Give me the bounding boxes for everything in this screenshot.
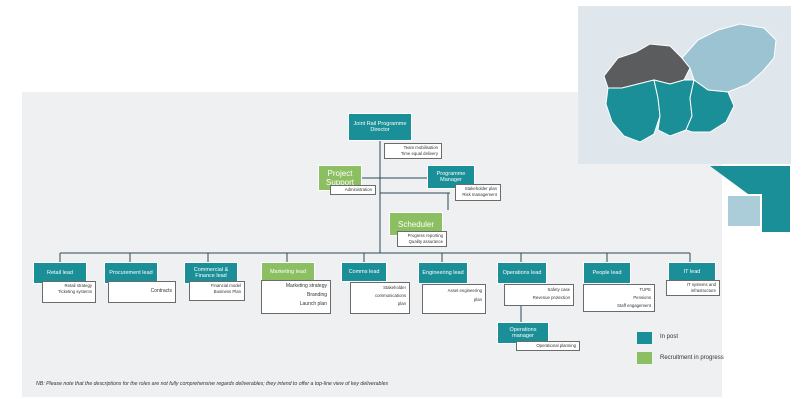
deliverable-item: Risk management [462,192,497,197]
map-region-teal-east [685,79,735,133]
deliverable-item: Stakeholder plan [464,186,497,191]
project-support-deliverables: Administration [330,185,376,195]
it-lead-deliverables: IT systems and infrastructure [666,280,720,296]
procurement-lead-title: Procurement lead [109,269,153,276]
it-lead-title: IT lead [683,268,701,275]
map-region-teal-west [605,79,661,143]
deliverable-item: Time equal delivery [400,151,438,156]
project-support-title: Project Support [325,169,355,187]
people-lead-box: People lead [583,262,631,284]
engineering-lead-deliverables: Asset engineering plan [422,284,486,314]
deliverable-item: Financial model [210,283,241,288]
programme-manager-deliverables: Stakeholder plan Risk management [455,184,501,201]
legend-in-post-label: In post [660,334,679,340]
comms-lead-deliverables: Stakeholder communications plan [350,282,410,314]
marketing-lead-title: Marketing lead [269,268,307,275]
people-lead-deliverables: TUPE Pensions Staff engagement [583,284,655,312]
deliverable-item: plan [397,301,406,306]
deliverable-item: Pensions [633,295,651,300]
engineering-lead-title: Engineering lead [422,269,464,276]
scheduler-title: Scheduler [397,219,435,229]
retail-lead-title: Retail lead [47,269,73,276]
scheduler-deliverables: Progress reporting Quality assurance [397,231,447,247]
deliverable-item: communications [374,293,406,298]
deliverable-item: plan [473,297,482,302]
deliverable-item: Safety case [547,287,570,292]
commercial-finance-lead-title: Commercial & Finance lead [193,266,229,279]
operations-manager-box: Operations manager [497,322,549,344]
deliverable-item: TUPE [639,287,651,292]
legend-recruitment-swatch [637,352,652,364]
legend-recruitment-label: Recruitment in progress [660,355,724,361]
deliverable-item: Progress reporting [407,233,443,238]
deliverable-item: Ticketing systems [58,289,92,294]
deliverable-item: Staff engagement [617,303,651,308]
marketing-lead-box: Marketing lead [261,262,315,282]
it-lead-box: IT lead [668,262,716,282]
comms-lead-box: Comms lead [341,262,387,282]
legend-in-post-swatch [637,332,652,344]
deliverable-item: Contracts [150,288,172,294]
deliverable-item: Quality assurance [408,239,443,244]
region-map [603,23,777,143]
operations-lead-box: Operations lead [497,262,547,284]
deliverable-item: Revenue protection [532,295,570,300]
operations-manager-deliverables: Operational planning [516,341,580,351]
commercial-finance-lead-deliverables: Financial model Business Plan [189,281,245,301]
programme-manager-title: Programme Manager [436,170,466,183]
footnote: NB: Please note that the descriptions fo… [36,381,389,387]
engineering-lead-box: Engineering lead [418,262,468,284]
deliverable-item: Launch plan [299,301,327,307]
deliverable-item: Team mobilisation [403,145,438,150]
deliverable-item: Marketing strategy [285,283,327,289]
procurement-lead-deliverables: Contracts [108,281,176,303]
operations-manager-title: Operations manager [509,326,537,339]
deliverable-item: Operational planning [536,343,576,348]
deliverable-item: Branding [306,292,327,298]
deliverable-item: Administration [344,187,372,192]
programme-director-deliverables: Team mobilisation Time equal delivery [384,143,442,159]
deliverable-item: Business Plan [213,289,241,294]
people-lead-title: People lead [592,269,622,276]
deliverable-item: IT systems and [686,282,716,287]
retail-lead-deliverables: Retail strategy Ticketing systems [42,281,96,303]
programme-director-title: Joint Rail Programme Director [353,120,407,133]
deliverable-item: Retail strategy [64,283,92,288]
deliverable-item: infrastructure [690,288,716,293]
operations-lead-title: Operations lead [502,269,542,276]
deliverable-item: Asset engineering [447,288,482,293]
programme-director-box: Joint Rail Programme Director [348,113,412,141]
marketing-lead-deliverables: Marketing strategy Branding Launch plan [261,280,331,314]
deliverable-item: Stakeholder [383,285,406,290]
comms-lead-title: Comms lead [348,268,380,275]
operations-lead-deliverables: Safety case Revenue protection [504,284,574,306]
